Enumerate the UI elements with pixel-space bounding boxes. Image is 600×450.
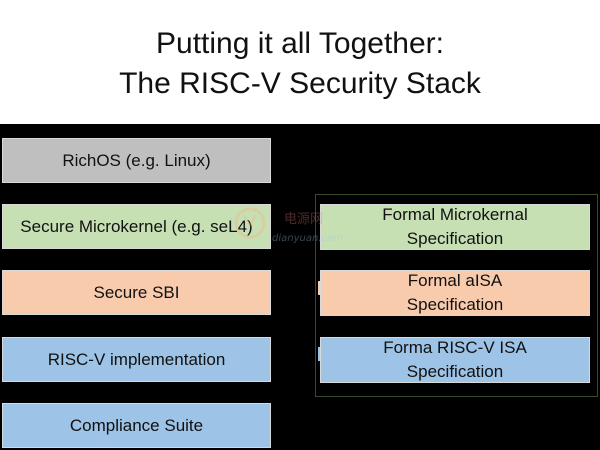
stack-layer-richos: RichOS (e.g. Linux) xyxy=(2,138,271,183)
specification-group-frame xyxy=(315,194,598,397)
spec-label-line-1: Formal Microkernal xyxy=(382,205,528,224)
spec-formal-aisa: Formal aISA Specification xyxy=(320,270,590,316)
stack-layer-riscv-implementation: RISC-V implementation xyxy=(2,337,271,382)
spec-label-line-2: Specification xyxy=(406,295,504,314)
stack-layer-label: Compliance Suite xyxy=(69,415,204,435)
stack-layer-label: Secure SBI xyxy=(93,282,180,302)
connector-tick xyxy=(318,281,321,295)
stack-layer-compliance-suite: Compliance Suite xyxy=(2,403,271,448)
slide-title-line-2: The RISC-V Security Stack xyxy=(119,67,481,100)
spec-label-line-2: Specification xyxy=(406,229,504,248)
stack-layer-label: Secure Microkernel (e.g. seL4) xyxy=(20,216,253,236)
spec-label-line-1: Forma RISC-V ISA xyxy=(383,338,527,357)
spec-formal-riscv-isa: Forma RISC-V ISA Specification xyxy=(320,337,590,383)
slide-title-area: Putting it all Together: The RISC-V Secu… xyxy=(0,0,600,124)
slide-title-line-1: Putting it all Together: xyxy=(156,27,444,60)
stack-layer-secure-sbi: Secure SBI xyxy=(2,270,271,315)
stack-layer-secure-microkernel: Secure Microkernel (e.g. seL4) xyxy=(2,204,271,249)
stack-layer-label: RISC-V implementation xyxy=(47,349,226,369)
spec-label-line-1: Formal aISA xyxy=(407,271,503,290)
spec-formal-microkernal: Formal Microkernal Specification xyxy=(320,204,590,250)
spec-label-line-2: Specification xyxy=(406,362,504,381)
stack-layer-label: RichOS (e.g. Linux) xyxy=(62,150,211,170)
connector-tick xyxy=(318,347,321,361)
